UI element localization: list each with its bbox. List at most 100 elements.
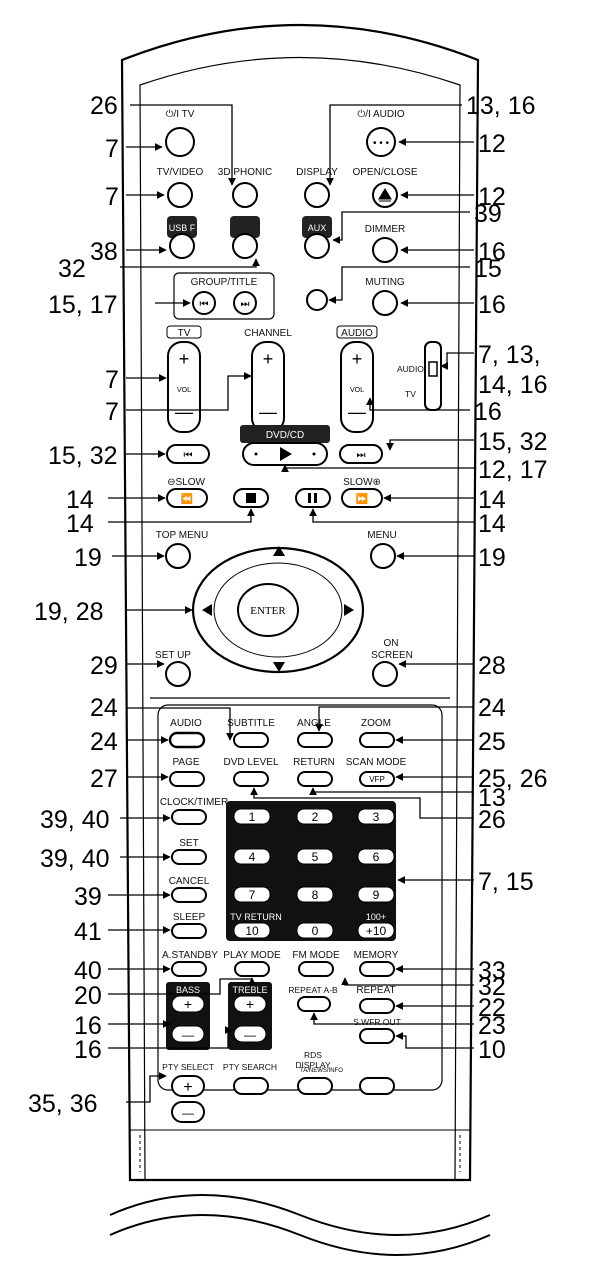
callout-29: 29 <box>90 652 118 680</box>
callout-33: 33 <box>478 957 506 985</box>
arrow-right-icon[interactable] <box>344 604 354 616</box>
play-mode-button[interactable] <box>234 961 270 977</box>
group-prev-button[interactable] <box>192 291 216 315</box>
callout-12: 12 <box>478 183 506 211</box>
bass-minus-button[interactable] <box>171 1025 205 1043</box>
audio-vol-header <box>336 325 378 339</box>
key-0-label: 0 <box>312 924 319 938</box>
ta-news-info-button[interactable] <box>359 1077 395 1095</box>
rds-display-button[interactable] <box>297 1077 333 1095</box>
clock-timer-button[interactable] <box>171 809 207 825</box>
cancel-label: CANCEL <box>169 876 210 887</box>
on-label: ON <box>384 638 399 649</box>
callout-32: 32 <box>58 255 86 283</box>
repeat-button[interactable] <box>359 998 395 1014</box>
top-menu-button[interactable] <box>165 543 191 569</box>
audio-button[interactable] <box>168 731 206 749</box>
usb-button[interactable] <box>169 233 195 259</box>
menu-button[interactable] <box>370 543 396 569</box>
set-up-button[interactable] <box>165 661 191 687</box>
key-5[interactable] <box>296 848 334 865</box>
callout-20: 20 <box>74 982 102 1010</box>
group-title-box <box>173 272 275 320</box>
arrow-down-icon[interactable] <box>273 662 285 672</box>
audio-volume-rocker[interactable] <box>340 341 374 433</box>
pty-minus-button[interactable] <box>171 1101 205 1123</box>
aux-button[interactable] <box>304 233 330 259</box>
3d-phonic-button[interactable] <box>232 182 258 208</box>
dimmer-button[interactable] <box>372 237 398 263</box>
group-next-button[interactable] <box>233 291 257 315</box>
treble-minus-button[interactable] <box>233 1025 267 1043</box>
enter-button[interactable] <box>237 583 299 637</box>
key-6[interactable] <box>357 848 395 865</box>
pause-button[interactable] <box>295 488 331 508</box>
tv-video-button[interactable] <box>167 182 193 208</box>
on-screen-button[interactable] <box>372 661 398 687</box>
memory-button[interactable] <box>359 961 395 977</box>
key-4[interactable] <box>233 848 271 865</box>
key-1[interactable] <box>233 808 271 825</box>
play-mode-label: PLAY MODE <box>223 950 281 961</box>
key-2[interactable] <box>296 808 334 825</box>
rds-display-label: DISPLAY <box>295 1060 331 1070</box>
callout-7-15: 7, 15 <box>478 868 534 896</box>
slow-forward-button[interactable] <box>341 488 383 508</box>
set-button[interactable] <box>171 849 207 865</box>
subtitle-button[interactable] <box>233 732 269 748</box>
clock-timer-label: CLOCK/TIMER <box>160 797 228 808</box>
dot-icon <box>312 452 316 456</box>
muting-indicator <box>306 289 328 311</box>
return-button[interactable] <box>297 771 333 787</box>
slow-rewind-button[interactable] <box>166 488 208 508</box>
vfp-button[interactable] <box>359 771 395 787</box>
callout-7: 7 <box>105 366 119 394</box>
zoom-button[interactable] <box>359 732 395 748</box>
callout-26: 26 <box>90 92 118 120</box>
prev-group-icon: ⏮ <box>200 299 209 310</box>
minus-icon: — <box>259 402 277 422</box>
pty-search-button[interactable] <box>233 1077 269 1095</box>
key-9[interactable] <box>357 886 395 903</box>
usb-label: USB F <box>169 223 196 233</box>
key-10[interactable] <box>233 922 271 939</box>
arrow-up-icon[interactable] <box>273 546 285 556</box>
page-button[interactable] <box>169 771 205 787</box>
a-standby-button[interactable] <box>171 961 207 977</box>
pty-plus-button[interactable] <box>171 1075 205 1097</box>
repeat-ab-button[interactable] <box>297 996 331 1012</box>
dvd-level-button[interactable] <box>233 771 269 787</box>
skip-forward-button[interactable] <box>339 444 383 464</box>
muting-button[interactable] <box>372 290 398 316</box>
skip-back-button[interactable] <box>166 444 210 464</box>
arrow-left-icon[interactable] <box>202 604 212 616</box>
sleep-button[interactable] <box>171 923 207 939</box>
treble-plus-button[interactable] <box>233 995 267 1013</box>
swfr-out-button[interactable] <box>359 1028 395 1044</box>
key-3[interactable] <box>357 808 395 825</box>
open-close-label: OPEN/CLOSE <box>352 167 417 178</box>
skip-forward-icon: ⏭ <box>357 450 366 461</box>
bass-label: BASS <box>176 985 200 995</box>
power-audio-button[interactable] <box>366 127 396 157</box>
key-8[interactable] <box>296 886 334 903</box>
key-3-label: 3 <box>373 810 380 824</box>
bass-plus-button[interactable] <box>171 995 205 1013</box>
plus-icon: + <box>179 349 190 369</box>
minus-icon: — <box>182 1028 194 1042</box>
key-0[interactable] <box>296 922 334 939</box>
repeat-ab-label: REPEAT A-B <box>288 985 338 995</box>
callout-14: 14 <box>66 486 94 514</box>
angle-button[interactable] <box>297 732 333 748</box>
cancel-button[interactable] <box>171 887 207 903</box>
fm-mode-button[interactable] <box>298 961 334 977</box>
display-button[interactable] <box>304 182 330 208</box>
switch-knob[interactable] <box>428 361 438 377</box>
callout-7: 7 <box>105 183 119 211</box>
channel-label: CHANNEL <box>244 328 292 339</box>
key-plus-10[interactable] <box>357 922 395 939</box>
key-7[interactable] <box>233 886 271 903</box>
blank-color-button[interactable] <box>232 233 258 259</box>
callout-12-17: 12, 17 <box>478 456 548 484</box>
power-tv-button[interactable] <box>165 127 195 157</box>
